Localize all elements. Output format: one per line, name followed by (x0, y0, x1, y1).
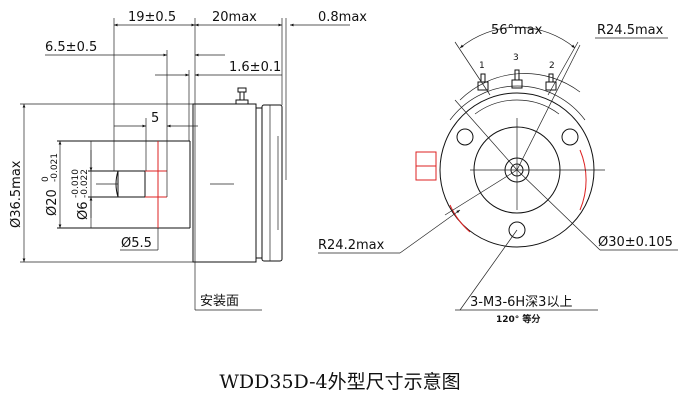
flange (261, 104, 283, 262)
dim-d30: Ø30±0.105 (598, 235, 673, 250)
mount-hole (561, 128, 579, 146)
terminal-label-2: 2 (549, 61, 555, 71)
terminal-label-3: 3 (513, 53, 519, 63)
dim-d20-tol-lower: -0.021 (50, 153, 60, 182)
dim-d6-tol-upper: -0.010 (71, 169, 81, 198)
dim-5: 5 (151, 111, 159, 126)
dim-d20: Ø20 (45, 189, 60, 216)
mount-hole (456, 128, 474, 146)
dim-19: 19±0.5 (128, 10, 176, 25)
dim-r24-2: R24.2max (318, 238, 385, 253)
mount-hole (508, 221, 526, 239)
side-view: 19±0.5 20max 0.8max 6.5±0.5 1.6±0.1 5 Ø3… (9, 10, 367, 311)
dim-d6-tol-lower: -0.022 (80, 169, 90, 198)
dim-1-6: 1.6±0.1 (229, 60, 281, 75)
dim-r24-5: R24.5max (597, 23, 664, 38)
dim-6-5: 6.5±0.5 (45, 40, 97, 55)
terminal-label-1: 1 (479, 61, 485, 71)
dim-d36-5: Ø36.5max (9, 160, 24, 228)
dim-20max: 20max (212, 10, 257, 25)
housing-body (192, 103, 257, 263)
dim-d6: Ø6 (76, 201, 91, 220)
holes-note: 120° 等分 (496, 313, 540, 325)
angle-56max: 56°max (491, 23, 543, 38)
mount-face-label: 安装面 (200, 294, 239, 309)
dim-d5-5: Ø5.5 (121, 236, 152, 251)
holes-callout: 3-M3-6H深3以上 (470, 295, 572, 310)
dim-d20-tol-upper: 0 (41, 176, 51, 182)
drawing-title: WDD35D-4外型尺寸示意图 (219, 371, 460, 393)
terminal-pin (235, 87, 249, 104)
front-view: 1 3 2 56°max R24.5max R24.2max Ø30±0.105… (318, 23, 678, 325)
terminals: 1 3 2 (477, 53, 557, 91)
dim-0-8max: 0.8max (318, 10, 367, 25)
